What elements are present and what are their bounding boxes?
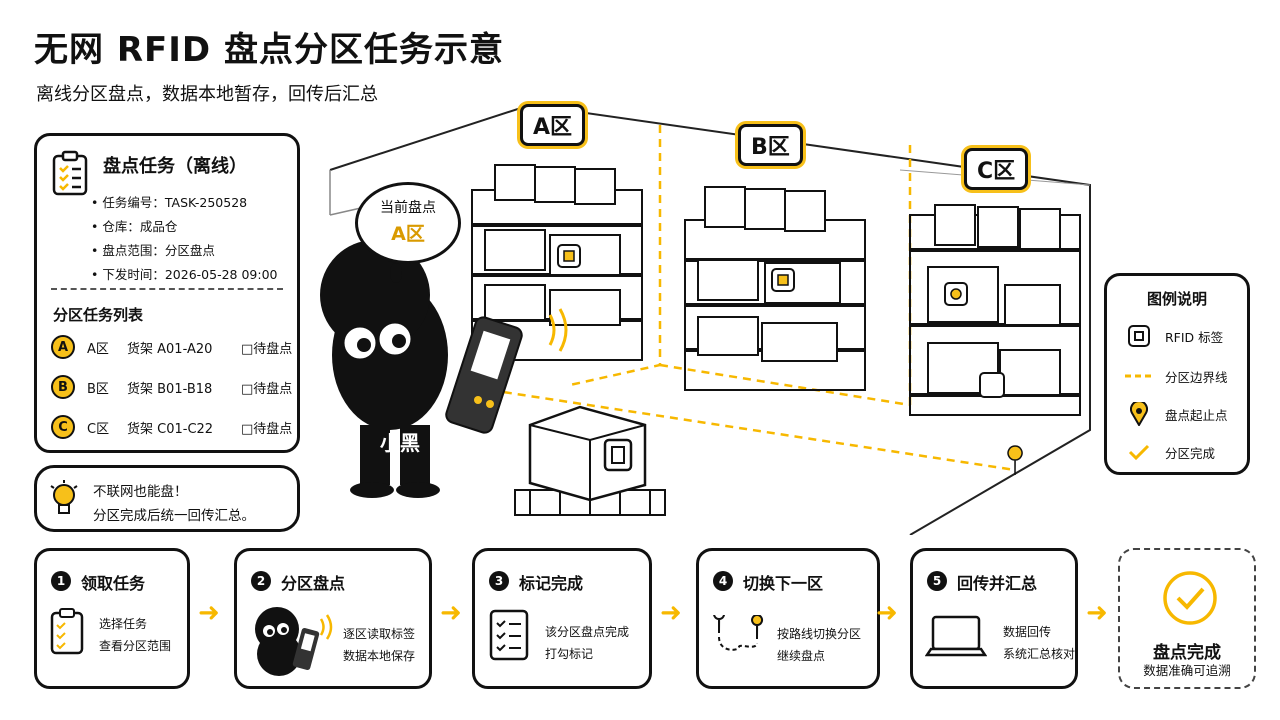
zone-status: □待盘点 — [241, 421, 293, 437]
dashed-line-icon — [1125, 364, 1153, 388]
zone-pin-c: C — [51, 415, 75, 439]
step-desc-2: 数据本地保存 — [343, 649, 416, 663]
step-desc-1: 该分区盘点完成 — [545, 625, 630, 639]
lightbulb-icon — [50, 480, 78, 514]
step-title: 回传并汇总 — [957, 574, 1038, 593]
zone-row-a[interactable]: A A区 货架 A01-A20 □待盘点 — [51, 334, 292, 360]
step-number: 4 — [713, 571, 733, 591]
legend-label: 盘点起止点 — [1165, 407, 1228, 423]
tip-line-1: 不联网也能盘！ — [93, 484, 188, 500]
zone-shelves: 货架 B01-B18 — [127, 381, 213, 397]
tip-bubble: 不联网也能盘！ 分区完成后统一回传汇总。 — [34, 465, 300, 532]
zone-row-c[interactable]: C C区 货架 C01-C22 □待盘点 — [51, 414, 292, 440]
zone-status: □待盘点 — [241, 381, 293, 397]
page-subtitle: 离线分区盘点，数据本地暂存，回传后汇总 — [36, 84, 378, 105]
zone-pin-a: A — [51, 335, 75, 359]
tip-line-2: 分区完成后统一回传汇总。 — [93, 508, 255, 524]
step-title: 分区盘点 — [281, 574, 346, 593]
step-4: 4 切换下一区 按路线切换分区 继续盘点 — [696, 548, 880, 689]
pallet-box — [514, 405, 666, 516]
step-5: 5 回传并汇总 数据回传 系统汇总核对 — [910, 548, 1078, 689]
current-zone-bubble: 当前盘点 A区 — [355, 182, 461, 264]
zone-name: A区 — [87, 341, 109, 357]
step-number: 2 — [251, 571, 271, 591]
task-panel-heading: 盘点任务（离线） — [103, 156, 247, 177]
arrow-right-icon: ➜ — [1086, 598, 1108, 628]
task-issue-time: • 下发时间：2026-05-28 09:00 — [91, 267, 278, 282]
zone-name: C区 — [87, 421, 110, 437]
step-number: 5 — [927, 571, 947, 591]
check-circle-icon — [1163, 571, 1217, 625]
legend-item-pin: 盘点起止点 — [1125, 402, 1228, 426]
step-desc-2: 查看分区范围 — [99, 639, 172, 653]
zone-label-c: C区 — [964, 148, 1029, 190]
divider — [51, 288, 283, 290]
step-desc-1: 选择任务 — [99, 617, 148, 631]
end-pin — [1007, 445, 1023, 476]
zone-pin-b: B — [51, 375, 75, 399]
task-panel: 盘点任务（离线） • 任务编号：TASK-250528 • 仓库：成品仓 • 盘… — [34, 133, 300, 453]
laptop-icon — [925, 615, 987, 657]
location-pin-icon — [1125, 402, 1153, 426]
zone-shelves: 货架 C01-C22 — [127, 421, 214, 437]
zone-label-b: B区 — [738, 124, 803, 166]
final-desc: 数据准确可追溯 — [1143, 663, 1231, 678]
step-desc-2: 继续盘点 — [777, 649, 826, 663]
character-xiaohei — [320, 240, 568, 498]
legend-panel: 图例说明 RFID 标签 分区边界线 盘点起止点 分区完成 — [1104, 273, 1250, 475]
zone-row-b[interactable]: B B区 货架 B01-B18 □待盘点 — [51, 374, 292, 400]
final-done-box: 盘点完成 数据准确可追溯 — [1118, 548, 1256, 689]
step-number: 1 — [51, 571, 71, 591]
legend-title: 图例说明 — [1146, 290, 1207, 308]
legend-item-check: 分区完成 — [1125, 440, 1215, 464]
zone-name: B区 — [87, 381, 109, 397]
zone-status: □待盘点 — [241, 341, 293, 357]
step-desc-1: 逐区读取标签 — [343, 627, 416, 641]
task-id: • 任务编号：TASK-250528 — [91, 195, 248, 210]
arrow-right-icon: ➜ — [198, 598, 220, 628]
clipboard-icon — [52, 150, 88, 196]
rfid-tag-icon — [1125, 324, 1153, 348]
route-icon — [713, 615, 764, 651]
legend-item-boundary: 分区边界线 — [1125, 364, 1228, 388]
step-3: 3 标记完成 该分区盘点完成 打勾标记 — [472, 548, 652, 689]
bubble-line-2: A区 — [391, 223, 425, 245]
arrow-right-icon: ➜ — [440, 598, 462, 628]
final-title: 盘点完成 — [1153, 643, 1221, 663]
step-title: 标记完成 — [519, 574, 584, 593]
zone-label-a: A区 — [520, 104, 586, 146]
character-label: 小黑 — [380, 431, 420, 455]
step-title: 切换下一区 — [743, 574, 824, 593]
step-title: 领取任务 — [81, 574, 146, 593]
bubble-line-1: 当前盘点 — [380, 200, 436, 216]
step-desc-2: 系统汇总核对 — [1003, 647, 1076, 661]
clipboard-icon — [50, 608, 84, 655]
step-desc-2: 打勾标记 — [545, 647, 594, 661]
checklist-icon — [489, 609, 529, 661]
zone-list-title: 分区任务列表 — [53, 306, 144, 324]
step-number: 3 — [489, 571, 509, 591]
shelf-b — [684, 186, 866, 391]
step-1: 1 领取任务 选择任务 查看分区范围 — [34, 548, 190, 689]
step-desc-1: 数据回传 — [1003, 625, 1052, 639]
arrow-right-icon: ➜ — [660, 598, 682, 628]
warehouse-scene: 小黑 — [320, 103, 1091, 535]
legend-label: RFID 标签 — [1165, 329, 1224, 345]
task-scope: • 盘点范围：分区盘点 — [91, 243, 215, 258]
legend-label: 分区边界线 — [1165, 369, 1228, 385]
task-warehouse: • 仓库：成品仓 — [91, 219, 178, 234]
check-icon — [1125, 440, 1153, 464]
shelf-c — [909, 204, 1081, 416]
zone-shelves: 货架 A01-A20 — [127, 341, 213, 357]
legend-label: 分区完成 — [1165, 445, 1216, 461]
step-desc-1: 按路线切换分区 — [777, 627, 862, 641]
character-scanner-icon — [255, 607, 333, 676]
page-title: 无网 RFID 盘点分区任务示意 — [34, 30, 504, 70]
shelf-a — [471, 164, 643, 361]
step-2: 2 分区盘点 逐区读取标签 数据本地保存 — [234, 548, 432, 689]
arrow-right-icon: ➜ — [876, 598, 898, 628]
legend-item-rfid: RFID 标签 — [1125, 324, 1223, 348]
